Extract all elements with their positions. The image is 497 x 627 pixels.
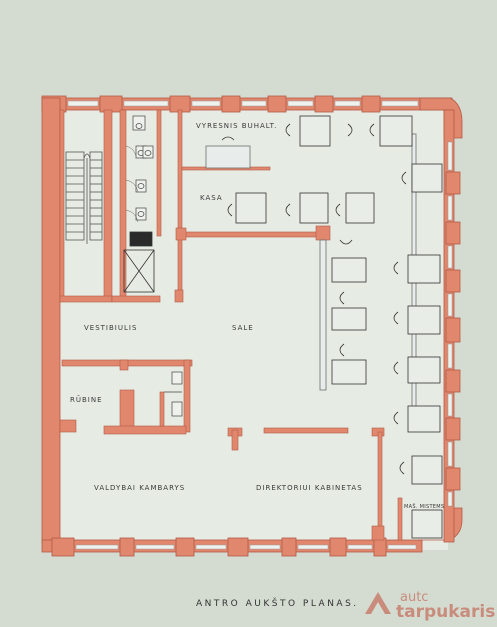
room-label-kasa: KASA xyxy=(200,194,223,202)
watermark-logo: autc tarpukaris xyxy=(365,590,495,622)
plan-caption: ANTRO AUKŠTO PLANAS. xyxy=(196,597,359,609)
exterior-walls xyxy=(41,95,463,557)
watermark-line2: tarpukaris xyxy=(396,602,495,622)
elevator xyxy=(123,231,155,293)
windows xyxy=(67,100,453,550)
furniture-chairs xyxy=(221,123,407,475)
furniture-desks xyxy=(235,115,443,539)
room-label-valdybai-kambarys: VALDYBAI KAMBARYS xyxy=(94,484,185,492)
watermark-line1: autc xyxy=(400,590,428,605)
room-label-vestibiulis: VESTIBIULIS xyxy=(84,324,137,332)
interior-walls xyxy=(59,109,403,541)
room-label-rubine: RŪBINE xyxy=(70,395,103,404)
wc-fixtures xyxy=(132,115,183,417)
room-label-masinistems: MAŠ. MISTEMS xyxy=(404,503,444,510)
staircase xyxy=(65,151,103,244)
door-swings xyxy=(125,145,139,223)
room-label-direktoriui-kabinetas: DIREKTORIUI KABINETAS xyxy=(256,484,363,492)
logo-triangle-icon xyxy=(365,592,391,614)
room-label-sale: SALE xyxy=(232,324,254,332)
room-label-vyresnis-buhalt: VYRESNIS BUHALT. xyxy=(196,122,277,130)
